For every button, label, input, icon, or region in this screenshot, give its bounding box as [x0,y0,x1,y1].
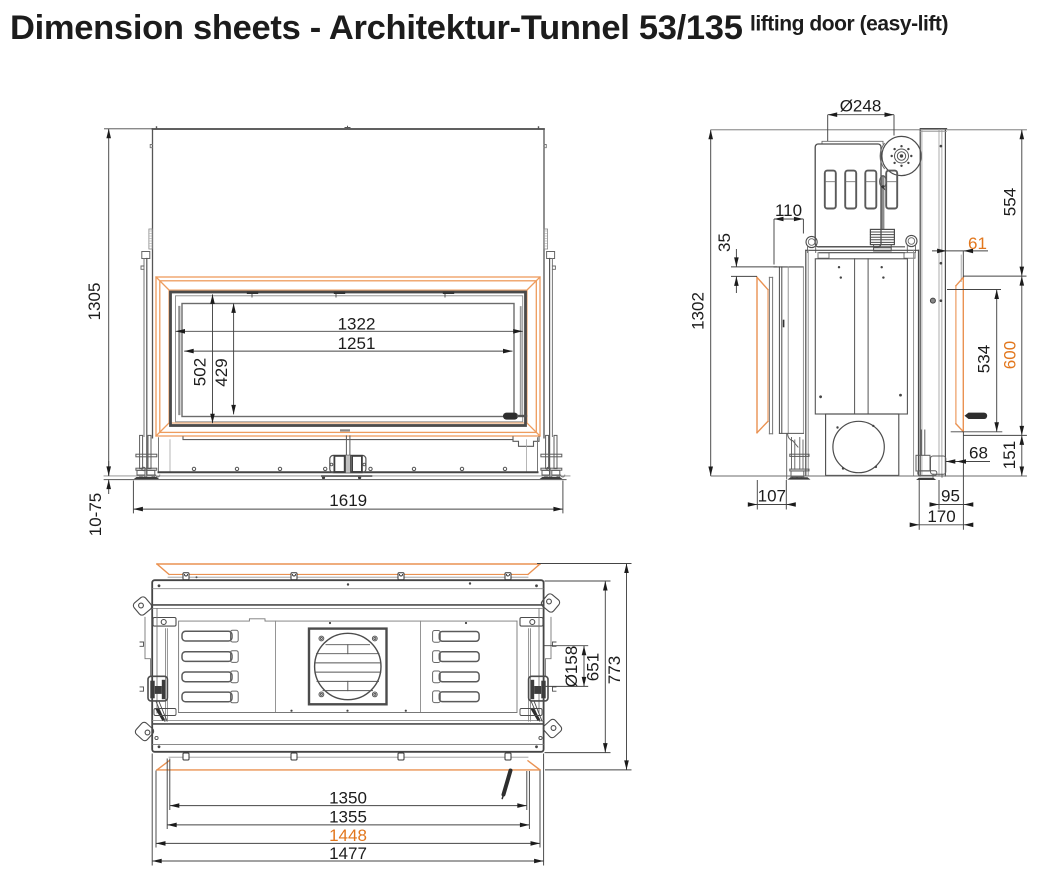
svg-text:Ø158: Ø158 [562,646,581,688]
svg-text:773: 773 [605,656,624,684]
svg-text:lifting door (easy-lift): lifting door (easy-lift) [750,13,948,36]
svg-text:554: 554 [1001,188,1020,216]
svg-text:1305: 1305 [85,283,104,321]
svg-text:151: 151 [1000,441,1019,469]
svg-text:1350: 1350 [329,788,367,807]
svg-text:1355: 1355 [329,808,367,827]
svg-text:1302: 1302 [689,292,708,330]
svg-text:68: 68 [969,444,988,463]
svg-text:1448: 1448 [329,826,367,845]
svg-text:429: 429 [212,358,231,386]
svg-text:107: 107 [758,487,786,506]
svg-text:1619: 1619 [329,491,367,510]
svg-text:534: 534 [975,345,994,373]
svg-text:502: 502 [191,358,210,386]
svg-text:110: 110 [775,201,802,220]
svg-text:170: 170 [927,507,955,526]
svg-text:1251: 1251 [338,334,376,353]
svg-text:10-75: 10-75 [86,493,105,536]
svg-text:Dimension sheets - Architektur: Dimension sheets - Architektur-Tunnel 53… [10,9,743,47]
svg-text:1322: 1322 [338,314,376,333]
svg-text:Ø248: Ø248 [840,97,882,116]
svg-text:61: 61 [968,234,987,253]
svg-text:35: 35 [715,233,734,252]
svg-text:600: 600 [1001,341,1020,369]
svg-text:1477: 1477 [329,844,367,863]
svg-text:95: 95 [941,487,960,506]
svg-text:651: 651 [584,653,603,681]
